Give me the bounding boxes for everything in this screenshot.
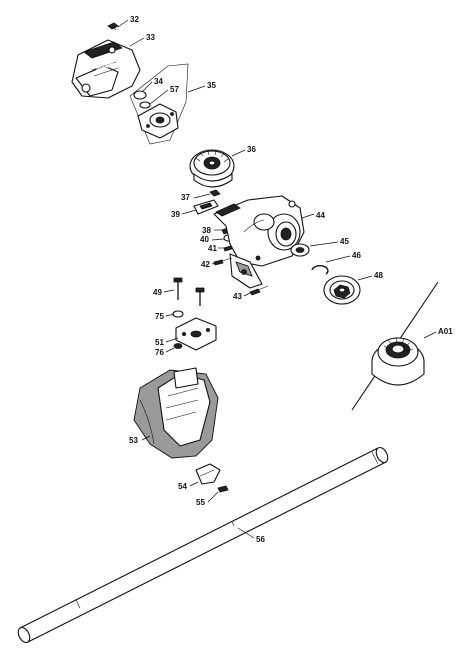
label-34: 34: [154, 77, 163, 86]
part-44-gear-housing: [213, 195, 305, 289]
label-57: 57: [170, 85, 179, 94]
label-43: 43: [233, 292, 242, 301]
part-42-screw: [213, 257, 233, 266]
label-55: 55: [196, 498, 205, 507]
part-48-receive-washer: [323, 275, 361, 305]
label-37: 37: [181, 193, 190, 202]
label-42: 42: [201, 260, 210, 269]
label-A01: A01: [438, 327, 453, 336]
label-33: 33: [146, 33, 155, 42]
part-75-washer: [172, 310, 184, 318]
part-43-screw: [249, 285, 269, 296]
label-48: 48: [374, 271, 383, 280]
label-54: 54: [178, 482, 187, 491]
label-56: 56: [256, 535, 265, 544]
part-32-screw: [107, 22, 119, 31]
label-41: 41: [208, 244, 217, 253]
part-51-bracket: [175, 317, 217, 351]
label-51: 51: [155, 338, 164, 347]
label-53: 53: [129, 436, 138, 445]
part-39-clamp: [193, 199, 219, 215]
part-36-bevel-gear: [189, 149, 235, 188]
part-54-cutter: [195, 463, 221, 485]
part-56-shaft-pipe: [17, 446, 389, 644]
part-A01-trimmer-head: [351, 281, 439, 411]
label-40: 40: [200, 235, 209, 244]
part-37-screw: [209, 189, 221, 197]
label-36: 36: [247, 145, 256, 154]
label-35: 35: [207, 81, 216, 90]
part-35-group-box: [129, 63, 189, 145]
logo-text: makita: [96, 61, 117, 73]
part-76-nut: [173, 343, 183, 349]
label-45: 45: [340, 237, 349, 246]
leader-lines: [117, 19, 437, 539]
part-labels: 32 33 34 35 57 36 37 39 38 40 41 42 44 4…: [129, 15, 453, 544]
part-53-protector: [133, 367, 219, 459]
label-49: 49: [153, 288, 162, 297]
label-44: 44: [316, 211, 325, 220]
part-55-screw: [217, 485, 229, 493]
label-39: 39: [171, 210, 180, 219]
label-38: 38: [202, 226, 211, 235]
label-32: 32: [130, 15, 139, 24]
part-46-snap-ring: [311, 265, 329, 275]
part-45-washer: [290, 243, 310, 257]
part-49-bolt: [173, 277, 205, 306]
label-75: 75: [155, 312, 164, 321]
part-33-cover: makita: [71, 39, 141, 99]
label-76: 76: [155, 348, 164, 357]
label-46: 46: [352, 251, 361, 260]
